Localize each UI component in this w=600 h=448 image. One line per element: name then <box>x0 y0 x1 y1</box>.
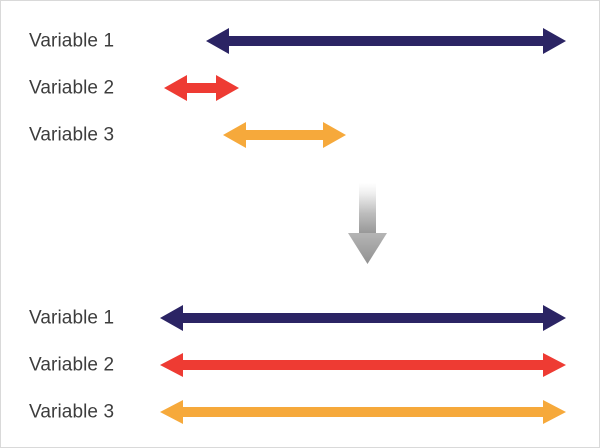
bottom-row-label-variable-1: Variable 1 <box>29 307 115 329</box>
top-arrow-variable-3 <box>223 122 346 148</box>
bottom-arrow-variable-3 <box>160 400 566 424</box>
top-row-label-variable-2: Variable 2 <box>29 77 115 99</box>
bottom-arrow-variable-1 <box>160 305 566 331</box>
bottom-row-label-variable-2: Variable 2 <box>29 354 115 376</box>
top-row-label-variable-1: Variable 1 <box>29 30 115 52</box>
bottom-row-label-variable-3: Variable 3 <box>29 401 115 423</box>
top-arrow-variable-2 <box>164 75 239 101</box>
bottom-arrow-variable-2 <box>160 353 566 377</box>
down-arrow-icon <box>348 183 387 264</box>
top-row-label-variable-3: Variable 3 <box>29 124 115 146</box>
top-arrow-variable-1 <box>206 28 566 54</box>
